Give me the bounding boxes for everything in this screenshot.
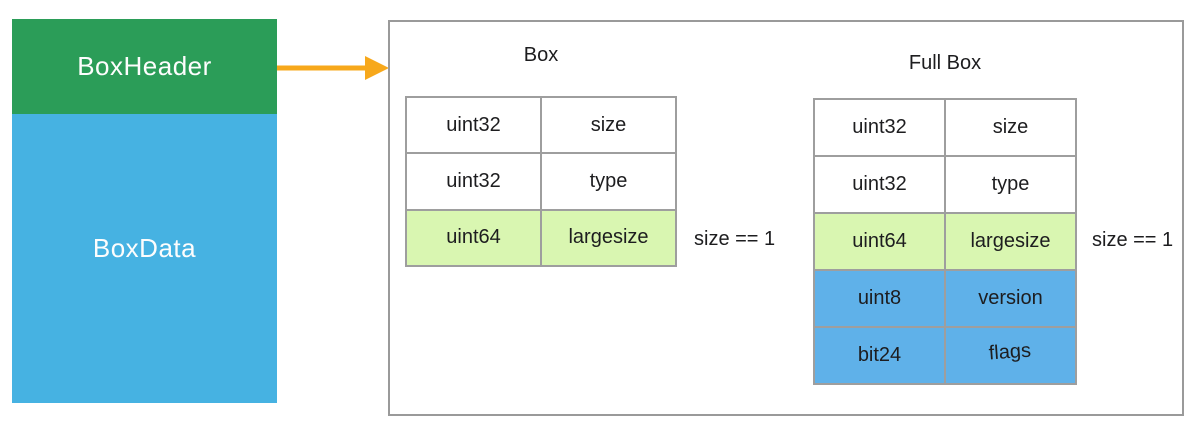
box-overview: BoxHeader BoxData: [12, 19, 277, 403]
boxdata-section: BoxData: [12, 114, 277, 403]
full-box-table-title: Full Box: [908, 52, 982, 74]
box-row3-field-cell: largesize: [542, 210, 675, 265]
box-row1-type-cell: uint32: [407, 98, 540, 153]
box-row3-type-cell: uint64: [407, 210, 540, 265]
full-box-row3-type-cell: uint64: [815, 214, 944, 269]
full-box-row1-type-cell: uint32: [815, 100, 944, 155]
full-box-row5-type-cell: bit24: [815, 328, 944, 383]
full-box-size-condition: size == 1: [1092, 229, 1174, 251]
box-table-title: Box: [523, 44, 559, 66]
boxheader-label: BoxHeader: [77, 51, 212, 81]
box-row2-field-cell: type: [542, 154, 675, 209]
full-box-row5-field-cell: flags: [946, 328, 1075, 383]
box-size-condition: size == 1: [694, 228, 776, 250]
full-box-row4-field-cell: version: [946, 271, 1075, 326]
box-row2-type-cell: uint32: [407, 154, 540, 209]
full-box-row2-field-cell: type: [946, 157, 1075, 212]
boxdata-label: BoxData: [92, 233, 197, 263]
boxheader-section: BoxHeader: [12, 19, 277, 114]
full-box-row1-field-cell: size: [946, 100, 1075, 155]
box-row1-field-cell: size: [542, 98, 675, 153]
full-box-table: uint32 size uint32 type uint64 largesize…: [813, 98, 1077, 385]
full-box-row4-type-cell: uint8: [815, 271, 944, 326]
box-table: uint32 size uint32 type uint64 largesize: [405, 96, 677, 267]
arrow-right-icon: [277, 55, 389, 81]
flags-label: flags: [988, 339, 1033, 365]
full-box-row2-type-cell: uint32: [815, 157, 944, 212]
full-box-row3-field-cell: largesize: [946, 214, 1075, 269]
